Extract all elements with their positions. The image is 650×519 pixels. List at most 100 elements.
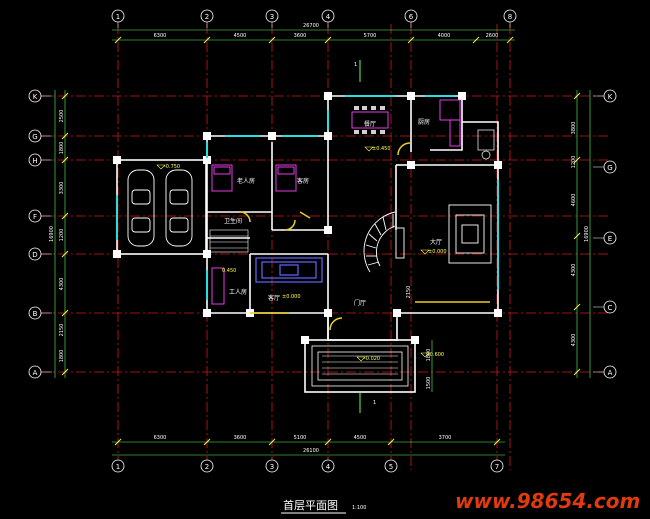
bottom-dim: 5100 xyxy=(294,435,307,441)
room-labels: 餐厅 厨房 老人房 客房 大厅 卫生间 工人房 客厅 门厅 xyxy=(224,118,442,307)
axis-grid xyxy=(40,24,610,470)
level-servant: 0.450 xyxy=(222,268,236,274)
axis-label: G xyxy=(607,164,612,172)
dining-table xyxy=(351,106,389,134)
car-icon xyxy=(127,169,193,247)
top-dim: 5700 xyxy=(364,33,377,39)
servant-bed-icon xyxy=(211,267,225,305)
porch-dim: 1500 xyxy=(426,377,432,390)
room-label-elder: 老人房 xyxy=(237,177,255,185)
level-living: ±0.000 xyxy=(428,249,447,255)
left-dim: 4300 xyxy=(59,278,65,291)
columns xyxy=(113,92,502,344)
porch-steps xyxy=(322,355,398,375)
bottom-dim: 6300 xyxy=(154,435,167,441)
kitchen-counter xyxy=(439,99,461,147)
right-dim: 3800 xyxy=(571,122,577,135)
right-dim: 4600 xyxy=(571,194,577,207)
level-garage: -0.750 xyxy=(164,164,180,170)
porch-dim: 1800 xyxy=(426,349,432,362)
axis-label: F xyxy=(33,213,37,221)
dimension-ticks xyxy=(61,36,581,446)
axis-label: D xyxy=(32,251,37,259)
room-label-kitchen: 厨房 xyxy=(418,118,430,126)
left-dim: 2150 xyxy=(59,324,65,337)
level-labels: -0.750 ±0.450 ±0.000 0.450 ±0.000 -0.020… xyxy=(164,146,447,362)
axis-leaders xyxy=(41,22,604,373)
right-dim: 1200 xyxy=(571,156,577,169)
level-dining: ±0.450 xyxy=(372,146,391,152)
bed-icon xyxy=(211,164,297,192)
axis-label: C xyxy=(608,304,613,312)
left-dim: 1800 xyxy=(59,142,65,155)
left-dim: 1200 xyxy=(59,229,65,242)
spiral-stair-icon xyxy=(363,211,405,273)
left-overall-dim: 16900 xyxy=(49,226,55,242)
axis-label: 2 xyxy=(205,13,209,21)
right-dimensions: 3800 1200 4600 4300 4300 16900 xyxy=(571,122,590,347)
left-dimensions: 2500 1800 3300 1200 4300 2150 1800 16900 xyxy=(49,110,65,363)
right-dim: 4300 xyxy=(571,334,577,347)
top-dim: 3600 xyxy=(294,33,307,39)
room-label-dining: 餐厅 xyxy=(364,120,376,128)
right-overall-dim: 16900 xyxy=(584,226,590,242)
room-label-foyer: 门厅 xyxy=(354,299,366,307)
axis-label: A xyxy=(608,369,613,377)
drawing-scale: 1:100 xyxy=(352,505,366,511)
parlor-sofa-icon xyxy=(255,257,323,283)
watermark: www.98654.com xyxy=(455,489,640,513)
top-dim: 6300 xyxy=(154,33,167,39)
axis-label: 8 xyxy=(508,13,512,21)
room-label-guest: 客房 xyxy=(297,177,309,185)
garage-stair xyxy=(209,229,249,253)
room-label-servant: 工人房 xyxy=(229,288,247,296)
axis-label: B xyxy=(33,310,38,318)
axis-label: 1 xyxy=(116,13,120,21)
level-outdoor: -0.600 xyxy=(428,352,444,358)
room-label-parlor: 客厅 xyxy=(268,294,280,302)
stair-dim: 2150 xyxy=(406,286,412,299)
top-dimensions: 26700 6300 4500 3600 5700 4000 2600 xyxy=(154,23,499,39)
top-dim: 4500 xyxy=(234,33,247,39)
axis-label: 1 xyxy=(116,463,120,471)
section-mark: 1 xyxy=(373,400,376,406)
axis-bubbles xyxy=(28,9,617,473)
axis-label: H xyxy=(32,157,37,165)
windows xyxy=(116,95,499,300)
level-porch: -0.020 xyxy=(364,356,380,362)
right-dim: 4300 xyxy=(571,264,577,277)
left-dim: 1800 xyxy=(59,350,65,363)
axis-label: E xyxy=(608,235,612,243)
interior-dims: 2150 1800 1500 xyxy=(406,286,432,390)
axis-label: K xyxy=(33,93,38,101)
sofa-set-icon xyxy=(448,204,492,264)
axis-label: 5 xyxy=(389,463,393,471)
section-mark: 1 xyxy=(354,62,357,68)
top-dim: 2600 xyxy=(486,33,499,39)
axis-label: 7 xyxy=(495,463,499,471)
axis-label: K xyxy=(608,93,613,101)
axis-label: 2 xyxy=(205,463,209,471)
room-label-bath: 卫生间 xyxy=(224,217,242,225)
left-dim: 2500 xyxy=(59,110,65,123)
top-overall-dim: 26700 xyxy=(303,23,319,29)
bottom-dimensions: 6300 3600 5100 4500 3700 26100 xyxy=(154,435,452,454)
section-mark-labels: 1 1 xyxy=(354,62,376,406)
doors xyxy=(239,142,490,331)
bottom-dim: 3600 xyxy=(234,435,247,441)
dimension-lines xyxy=(54,29,591,456)
axis-label: 3 xyxy=(270,13,274,21)
bottom-dim: 4500 xyxy=(354,435,367,441)
drawing-title: 首层平面图 xyxy=(283,498,338,512)
level-parlor: ±0.000 xyxy=(282,294,301,300)
level-marker-icons xyxy=(156,146,430,362)
axis-label: 4 xyxy=(326,463,331,471)
axis-label: 4 xyxy=(326,13,331,21)
axis-label: 3 xyxy=(270,463,274,471)
axis-label: G xyxy=(32,133,37,141)
bath-fixtures xyxy=(477,129,495,160)
axis-labels: 1 2 3 4 6 8 1 2 3 4 5 7 K G H F D B A K … xyxy=(32,13,612,471)
left-dim: 3300 xyxy=(59,182,65,195)
room-label-living: 大厅 xyxy=(430,238,442,246)
bottom-dim: 3700 xyxy=(439,435,452,441)
